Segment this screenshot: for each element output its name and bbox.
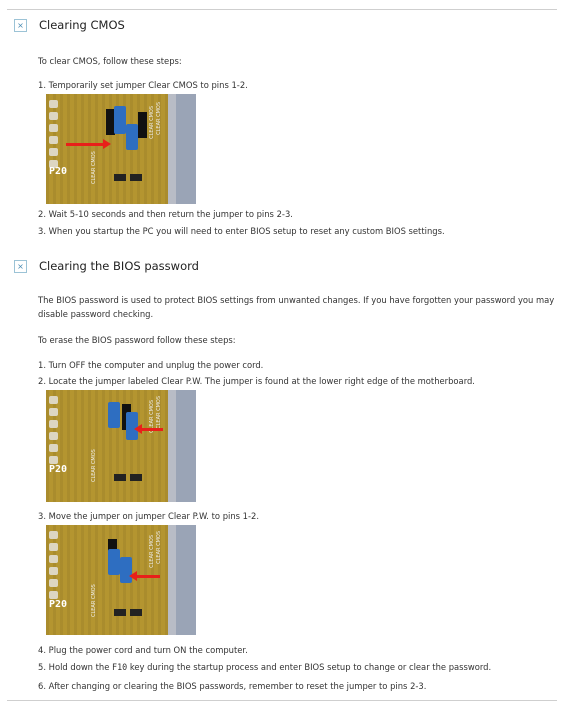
section-description: The BIOS password is used to protect BIO… <box>38 295 555 319</box>
step-item: 1. Temporarily set jumper Clear CMOS to … <box>38 80 248 90</box>
jumper-photo-clear-cmos: P20 CLEAR CMOS CLEAR CMOS CLEAR CMOS <box>46 94 196 204</box>
step-item: 3. Move the jumper on jumper Clear P.W. … <box>38 511 260 521</box>
step-item: 6. After changing or clearing the BIOS p… <box>38 681 427 691</box>
key-name: F10 <box>112 662 128 672</box>
step-item: 2. Locate the jumper labeled Clear P.W. … <box>38 376 475 386</box>
red-arrow-icon <box>129 571 160 581</box>
step-item: 5. Hold down the F10 key during the star… <box>38 662 492 672</box>
section-title: Clearing CMOS <box>39 18 125 32</box>
red-arrow-icon <box>66 139 111 149</box>
section-intro: To clear CMOS, follow these steps: <box>38 56 182 66</box>
red-arrow-icon <box>134 424 163 434</box>
step-item: 4. Plug the power cord and turn ON the c… <box>38 645 248 655</box>
step-item: 3. When you startup the PC you will need… <box>38 226 445 236</box>
section-header-clearing-cmos[interactable]: × Clearing CMOS <box>14 18 125 32</box>
collapse-toggle-icon[interactable]: × <box>14 259 27 273</box>
board-label: P20 <box>49 166 68 177</box>
section-header-clearing-bios-password[interactable]: × Clearing the BIOS password <box>14 259 199 273</box>
step-item: 1. Turn OFF the computer and unplug the … <box>38 360 264 370</box>
bottom-divider <box>7 700 557 701</box>
board-label: P20 <box>49 599 68 610</box>
collapse-toggle-icon[interactable]: × <box>14 18 27 32</box>
jumper-photo-clear-pw-default: P20 CLEAR CMOS CLEAR CMOS CLEAR CMOS <box>46 390 196 502</box>
section-intro: To erase the BIOS password follow these … <box>38 335 236 345</box>
board-label: P20 <box>49 464 68 475</box>
step-item: 2. Wait 5-10 seconds and then return the… <box>38 209 293 219</box>
jumper-photo-clear-pw-pins-1-2: P20 CLEAR CMOS CLEAR CMOS CLEAR CMOS <box>46 525 196 635</box>
section-title: Clearing the BIOS password <box>39 259 199 273</box>
top-divider <box>7 9 557 10</box>
